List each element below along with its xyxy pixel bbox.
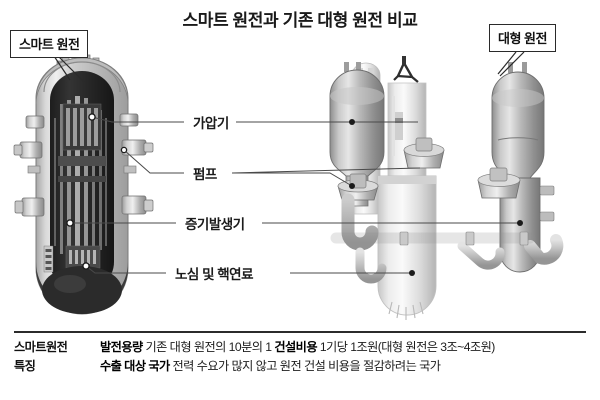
page-title: 스마트 원전과 기존 대형 원전 비교 <box>182 11 418 30</box>
seg-cost-key: 건설비용 <box>274 340 317 354</box>
row-value-smart: 발전용량 기존 대형 원전의 10분의 1 건설비용 1기당 1조원(대형 원전… <box>100 338 590 357</box>
seg-capacity-key: 발전용량 <box>100 340 143 354</box>
row-key-smart: 스마트원전 <box>14 340 68 354</box>
label-core-and-fuel: 노심 및 핵연료 <box>169 263 260 283</box>
callout-pointers <box>53 51 525 83</box>
label-pump: 펌프 <box>187 163 223 183</box>
label-steam-generator: 증기발생기 <box>179 213 251 233</box>
seg-capacity-val: 기존 대형 원전의 10분의 1 <box>142 340 275 354</box>
row-key-features: 특징 <box>14 359 36 373</box>
smart-reactor-art <box>13 52 154 315</box>
callout-smart-reactor: 스마트 원전 <box>10 30 89 58</box>
label-leader-lines <box>70 116 520 274</box>
table-row: 특징 수출 대상 국가 전력 수요가 많지 않고 원전 건설 비용을 절감하려는… <box>14 357 590 376</box>
seg-export-val: 전력 수요가 많지 않고 원전 건설 비용을 절감하려는 국가 <box>169 359 441 373</box>
row-value-features: 수출 대상 국가 전력 수요가 많지 않고 원전 건설 비용을 절감하려는 국가 <box>100 357 590 376</box>
table-row: 스마트원전 발전용량 기존 대형 원전의 10분의 1 건설비용 1기당 1조원… <box>14 338 590 357</box>
table-top-rule <box>14 331 586 334</box>
seg-export-key: 수출 대상 국가 <box>100 359 170 373</box>
label-pressurizer: 가압기 <box>187 112 235 132</box>
label-anchor-dots <box>66 113 523 276</box>
large-reactor-art <box>329 56 564 320</box>
seg-cost-val: 1기당 1조원(대형 원전은 3조~4조원) <box>316 340 496 354</box>
callout-large-reactor: 대형 원전 <box>489 24 556 52</box>
fact-table: 스마트원전 발전용량 기존 대형 원전의 10분의 1 건설비용 1기당 1조원… <box>14 338 590 376</box>
